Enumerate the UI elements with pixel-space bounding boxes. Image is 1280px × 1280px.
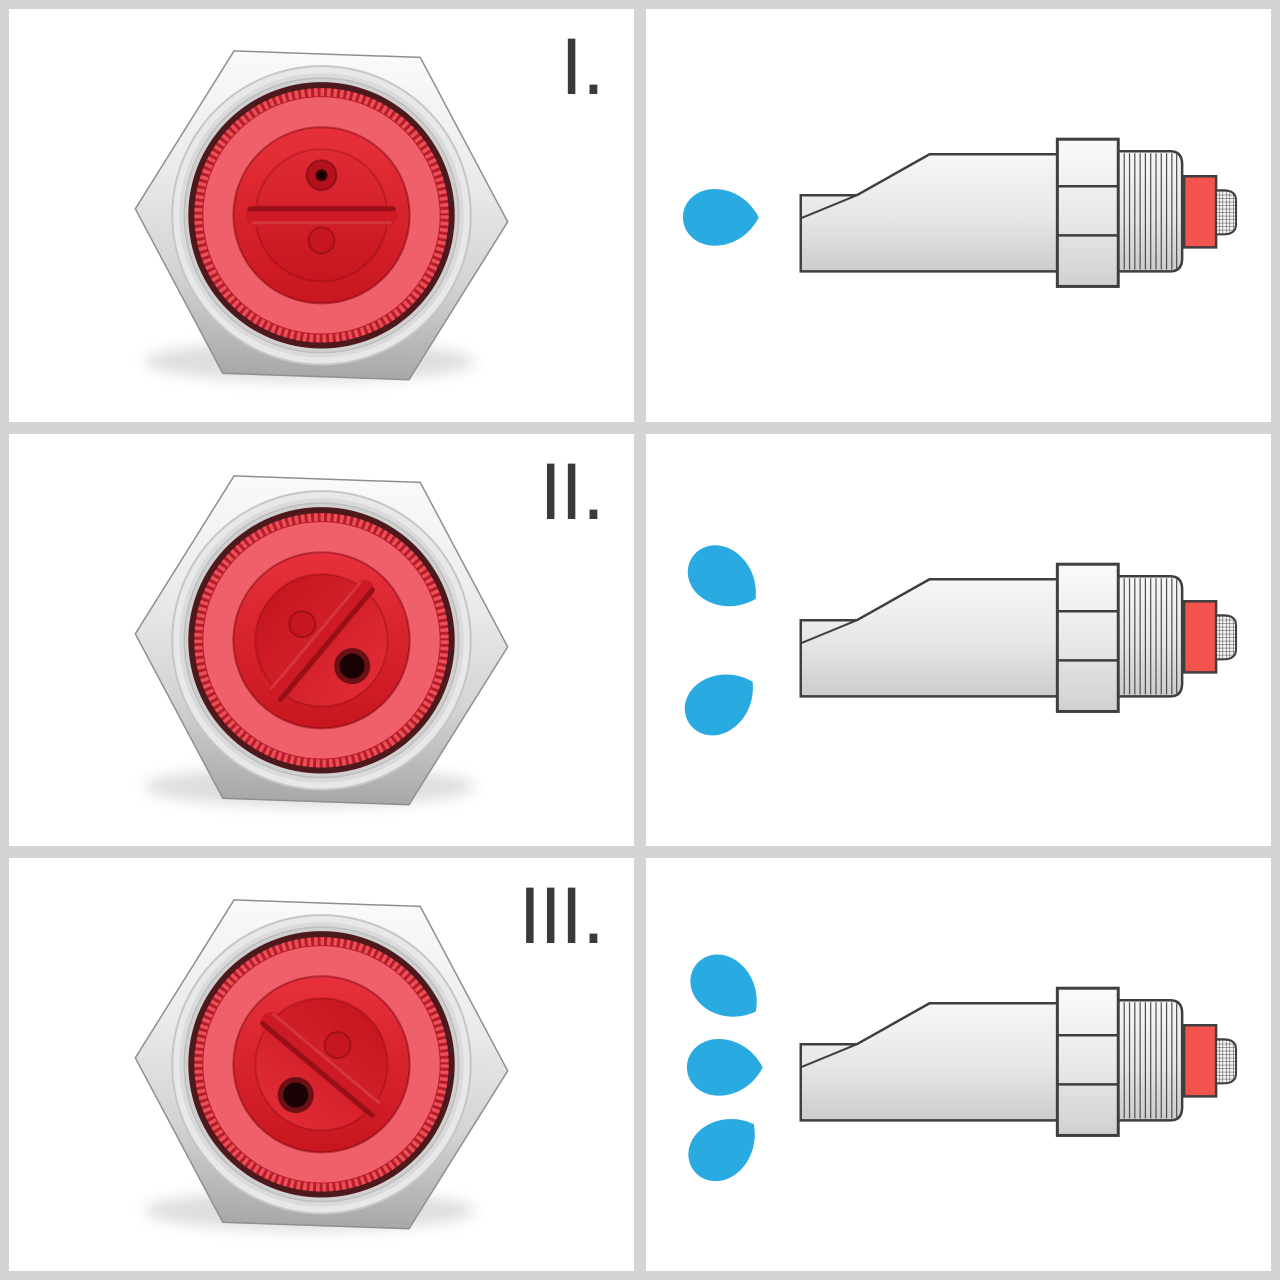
step-label-1: I.: [560, 23, 605, 112]
panel-step-3-diagram: [646, 858, 1271, 1271]
panel-step-3-photo: III.: [9, 858, 634, 1271]
panel-step-1-photo: I.: [9, 9, 634, 422]
nozzle-drawing: [799, 137, 1238, 288]
nozzle-drawing: [799, 987, 1238, 1138]
nozzle-diagram-1: [682, 137, 1238, 288]
water-droplet-icon: [682, 188, 759, 246]
nozzle-diagram-3: [676, 942, 1238, 1194]
nozzle-diagram-2: [673, 533, 1238, 747]
panel-step-2-photo: II.: [9, 433, 634, 847]
nozzle-drawing: [799, 562, 1238, 713]
water-droplet-icon: [673, 657, 769, 747]
water-droplet-icon: [676, 1102, 772, 1194]
water-droplet-icon: [676, 533, 772, 623]
step-label-3: III.: [518, 872, 606, 962]
metering-orifice: [305, 159, 338, 192]
valve-photo-position-1: [9, 9, 634, 422]
step-label-2: II.: [539, 447, 606, 537]
water-droplet-icon: [678, 942, 774, 1035]
panel-step-2-diagram: [646, 433, 1271, 847]
panel-step-1-diagram: [646, 9, 1271, 422]
water-droplet-icon: [686, 1039, 763, 1097]
